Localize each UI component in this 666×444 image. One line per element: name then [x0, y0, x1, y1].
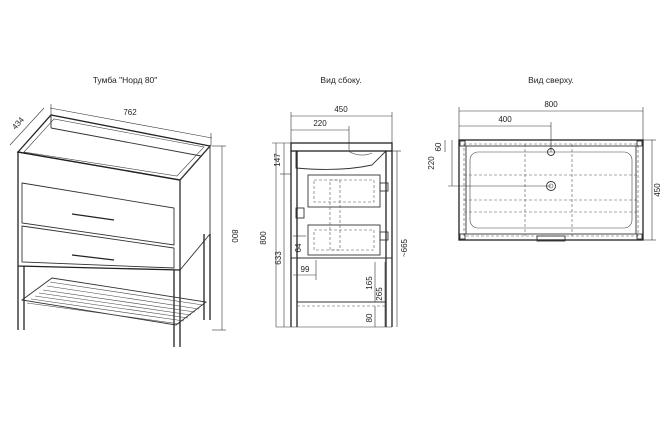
side-drawer-bottom: [307, 224, 381, 256]
top-post-tl: [459, 140, 466, 147]
top-frame-hidden: [463, 143, 639, 237]
iso-handle-top: [71, 213, 115, 221]
side-title: Вид сбоку.: [320, 75, 361, 85]
iso-title: Тумба "Норд 80": [93, 75, 158, 85]
side-drain-fitting: [295, 207, 305, 219]
side-dim-665: ~665: [400, 238, 409, 257]
iso-body-side: [179, 144, 211, 272]
top-basin-bowl: [469, 151, 633, 229]
iso-body-front: [17, 151, 181, 271]
side-drawer-bottom-hidden: [313, 229, 375, 251]
iso-drawer-bottom: [21, 225, 175, 269]
side-basin-spout: [347, 150, 373, 156]
iso-back-line: [50, 127, 202, 157]
side-view: Вид сбоку. 450 220: [259, 75, 409, 328]
side-drain-pipe: [329, 179, 341, 251]
iso-top-inner: [23, 118, 205, 177]
side-dim-64: 64: [294, 243, 303, 252]
top-faucet-hole: [547, 148, 555, 156]
side-dim-147: 147: [273, 153, 282, 167]
top-outline: [458, 139, 644, 241]
side-dim-800: 800: [259, 231, 268, 245]
top-view: Вид сверху. 800 400 60: [427, 75, 662, 242]
iso-top-frame: [16, 114, 212, 181]
top-handle: [536, 235, 566, 242]
side-dim-80: 80: [365, 313, 374, 322]
side-dim-633: 633: [274, 251, 283, 265]
side-basin-bowl: [295, 150, 387, 170]
side-dim-width: 450: [334, 105, 348, 114]
iso-dim-depth-line: [9, 107, 45, 146]
side-dim-265: 265: [375, 287, 384, 301]
side-dim-99: 99: [301, 265, 310, 274]
top-post-bl: [459, 233, 466, 240]
top-dim-depth: 450: [653, 183, 662, 197]
top-dim-inner: 400: [498, 115, 512, 124]
side-dim-165: 165: [365, 276, 374, 290]
top-dim-220: 220: [427, 156, 436, 170]
iso-dim-width-line: [49, 107, 213, 139]
iso-handle-bottom: [71, 254, 115, 261]
iso-dim-width: 762: [123, 108, 137, 117]
iso-view: Тумба "Норд 80": [9, 75, 239, 347]
top-title: Вид сверху.: [528, 75, 574, 85]
side-drawer-bottom-stop: [379, 231, 389, 241]
iso-dim-depth: 434: [10, 115, 26, 131]
side-dim-inner: 220: [313, 119, 327, 128]
top-post-br: [636, 233, 643, 240]
side-drawer-top-stop: [379, 182, 389, 192]
side-basin-top: [290, 142, 393, 152]
top-dim-60: 60: [434, 142, 443, 151]
top-post-tr: [636, 140, 643, 147]
iso-shelf-slats: [26, 281, 204, 325]
top-basin-rim: [465, 145, 637, 235]
iso-drawer-top: [21, 182, 175, 246]
side-drawer-top-hidden: [313, 179, 375, 203]
top-dim-width: 800: [544, 100, 558, 109]
iso-dim-height: 800: [230, 229, 239, 243]
